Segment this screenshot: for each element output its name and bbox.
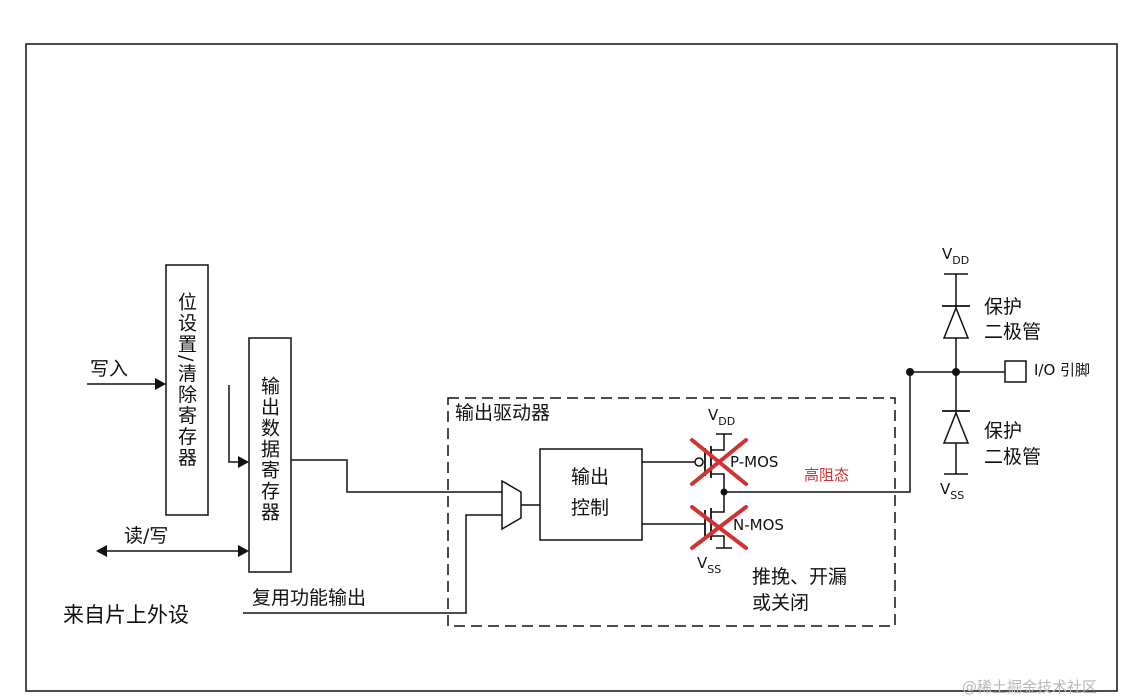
lower-protect-label-1: 保护	[984, 420, 1023, 442]
io-pin-square	[1004, 360, 1027, 383]
write-label: 写入	[90, 358, 129, 380]
output-driver-label: 输出驱动器	[455, 402, 551, 424]
output-driver-box	[447, 397, 896, 627]
from-peripheral-label: 来自片上外设	[63, 603, 189, 627]
outer-frame	[25, 43, 1118, 692]
read-write-arrow-left	[96, 545, 107, 557]
output-control-box	[539, 448, 643, 541]
mos-vdd-label: VDD	[708, 406, 736, 428]
diode-vss-label: VSS	[940, 480, 965, 502]
multiplexer	[501, 479, 522, 531]
output-control-label-2: 控制	[571, 497, 610, 519]
pmos-drain	[711, 473, 725, 492]
diode-vdd-label: VDD	[942, 245, 970, 267]
read-write-arrow-right	[238, 545, 249, 557]
upper-diode-triangle	[942, 305, 970, 339]
reg-to-reg-arrow-head	[238, 456, 249, 468]
pin-junction-left	[906, 368, 914, 376]
upper-protect-label-1: 保护	[984, 296, 1023, 318]
pmos-label: P-MOS	[730, 453, 779, 471]
bit-set-clear-register-label: 位设置/清除寄存器	[175, 292, 197, 469]
mos-vss-label: VSS	[697, 554, 722, 576]
push-pull-label-1: 推挽、开漏	[752, 566, 848, 588]
output-data-register-label: 输出数据寄存器	[258, 376, 280, 523]
read-write-label: 读/写	[124, 525, 169, 547]
watermark: @稀土掘金技术社区	[962, 678, 1098, 696]
push-pull-label-2: 或关闭	[752, 592, 810, 614]
alt-function-output-label: 复用功能输出	[252, 587, 367, 609]
write-arrow-head	[155, 378, 166, 390]
nmos-label: N-MOS	[733, 516, 784, 534]
reg-to-reg-wire	[228, 385, 242, 463]
nmos-source	[711, 535, 725, 548]
lower-diode-triangle	[942, 410, 970, 444]
pmos-gate-bubble	[694, 457, 704, 467]
alt-function-wire	[243, 514, 502, 614]
data-reg-to-mux-wire	[291, 459, 502, 493]
high-impedance-label: 高阻态	[804, 466, 850, 484]
pmos-source-drain	[711, 434, 725, 451]
lower-protect-label-2: 二极管	[984, 446, 1042, 468]
nmos-cross-mark	[690, 505, 748, 550]
output-control-label-1: 输出	[571, 466, 610, 488]
bit-set-clear-register-box	[165, 264, 209, 516]
io-pin-label: I/O 引脚	[1034, 361, 1091, 379]
pmos-cross-mark	[690, 438, 748, 486]
nmos-drain	[711, 492, 725, 513]
output-data-register-box	[248, 337, 292, 573]
upper-protect-label-2: 二极管	[984, 321, 1042, 343]
